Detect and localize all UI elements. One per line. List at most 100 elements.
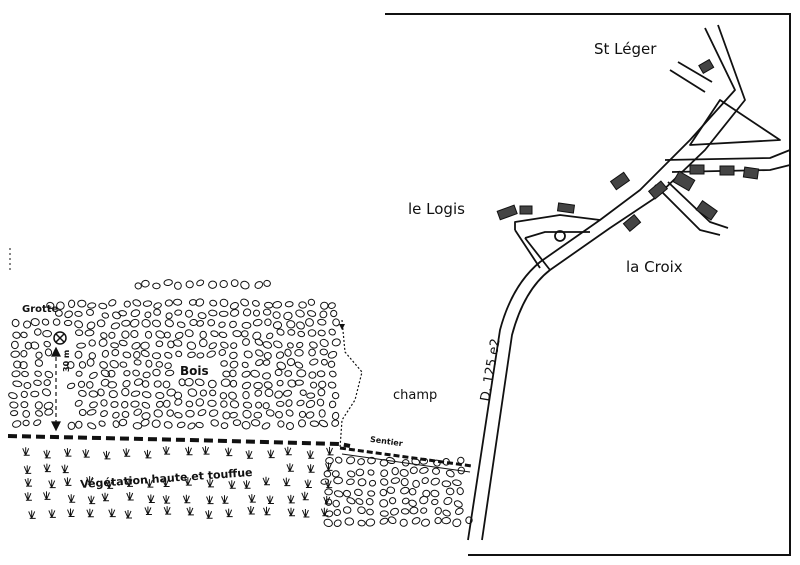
tree-cluster-icon (455, 507, 464, 515)
tree-cluster-icon (30, 390, 40, 398)
tree-cluster-icon (298, 410, 307, 418)
road-nw (669, 61, 713, 93)
grass-tuft-icon (245, 450, 253, 459)
tree-cluster-icon (266, 332, 274, 340)
grass-tuft-icon (225, 508, 233, 518)
tree-cluster-icon (21, 370, 29, 378)
road-logis-north (514, 214, 601, 230)
tree-cluster-icon (254, 338, 264, 346)
grass-tuft-icon (186, 506, 194, 516)
tree-cluster-icon (331, 338, 341, 347)
tree-cluster-icon (110, 342, 119, 349)
tree-cluster-icon (144, 311, 152, 319)
tree-cluster-icon (272, 311, 281, 319)
tree-cluster-icon (155, 340, 164, 348)
tree-cluster-icon (112, 411, 120, 419)
tree-cluster-icon (209, 299, 218, 307)
grass-tuft-icon (67, 508, 75, 518)
road-logis-loop (514, 229, 551, 271)
tree-cluster-icon (284, 348, 292, 357)
tree-cluster-icon (230, 279, 239, 288)
tree-cluster-icon (130, 329, 139, 339)
grass-tuft-icon (243, 480, 251, 489)
tree-cluster-icon (151, 419, 161, 428)
tree-cluster-icon (242, 338, 250, 346)
tree-cluster-icon (163, 279, 173, 287)
tree-cluster-icon (153, 409, 163, 418)
tree-cluster-icon (240, 298, 250, 307)
tree-cluster-icon (52, 318, 61, 326)
tree-cluster-icon (101, 312, 110, 319)
tree-cluster-icon (296, 369, 307, 378)
tree-cluster-icon (229, 360, 239, 369)
tree-cluster-icon (197, 409, 207, 417)
path-sentier-edge (341, 453, 471, 473)
grass-tuft-icon (301, 491, 309, 501)
tree-cluster-icon (100, 369, 111, 378)
tree-cluster-icon (34, 359, 44, 367)
tree-cluster-icon (445, 487, 455, 496)
tree-cluster-icon (253, 411, 263, 419)
tree-cluster-icon (140, 418, 150, 427)
grass-tuft-icon (48, 509, 56, 518)
tree-cluster-icon (155, 361, 163, 368)
road-d125-west-edge (467, 27, 736, 541)
tree-cluster-icon (67, 421, 76, 430)
tree-cluster-icon (172, 339, 183, 347)
tree-cluster-icon (101, 349, 109, 358)
grass-tuft-icon (145, 479, 154, 488)
tree-cluster-icon (164, 299, 173, 307)
grass-tuft-icon (306, 450, 315, 459)
tree-cluster-icon (100, 378, 110, 387)
tree-cluster-icon (34, 328, 42, 336)
tree-cluster-icon (34, 370, 42, 377)
tree-cluster-icon (317, 388, 326, 397)
tree-cluster-icon (123, 370, 131, 377)
tree-cluster-icon (20, 350, 28, 358)
tree-cluster-icon (277, 420, 285, 428)
grass-tuft-icon (206, 478, 214, 488)
tree-cluster-icon (452, 518, 462, 528)
tree-cluster-icon (89, 371, 98, 379)
tree-cluster-icon (35, 351, 43, 359)
tree-cluster-icon (219, 298, 229, 308)
tree-cluster-icon (108, 299, 117, 307)
tree-cluster-icon (87, 422, 97, 430)
tree-cluster-icon (132, 422, 143, 430)
tree-cluster-icon (220, 341, 229, 349)
tree-cluster-icon (78, 389, 87, 397)
tree-cluster-icon (75, 420, 83, 429)
tree-cluster-icon (255, 359, 264, 367)
tree-cluster-icon (430, 477, 440, 486)
tree-cluster-icon (33, 379, 42, 386)
grass-tuft-icon (22, 447, 30, 456)
tree-cluster-icon (331, 391, 340, 400)
tree-cluster-icon (219, 392, 228, 400)
tree-cluster-icon (121, 319, 131, 327)
tree-cluster-icon (389, 497, 397, 505)
tree-cluster-icon (241, 330, 249, 338)
tree-cluster-icon (287, 329, 296, 336)
tree-cluster-icon (175, 350, 183, 358)
tree-cluster-icon (346, 478, 355, 486)
tree-cluster-icon (316, 398, 325, 407)
tree-cluster-icon (327, 302, 336, 309)
tree-cluster-icon (199, 389, 207, 397)
tree-cluster-icon (355, 468, 365, 477)
tree-cluster-icon (453, 500, 463, 508)
tree-cluster-icon (325, 456, 334, 465)
tree-cluster-icon (366, 508, 374, 516)
tree-cluster-icon (357, 458, 365, 466)
grass-tuft-icon (126, 491, 134, 501)
tree-cluster-icon (41, 318, 50, 326)
tree-cluster-icon (317, 329, 326, 337)
tree-cluster-icon (185, 280, 194, 289)
tree-cluster-icon (155, 400, 164, 408)
grass-tuft-icon (324, 479, 333, 489)
tree-cluster-icon (309, 420, 320, 427)
tree-cluster-icon (276, 400, 285, 407)
tree-cluster-icon (229, 309, 240, 317)
tree-cluster-icon (145, 359, 153, 368)
tree-cluster-icon (323, 470, 332, 478)
tree-cluster-icon (297, 419, 307, 428)
